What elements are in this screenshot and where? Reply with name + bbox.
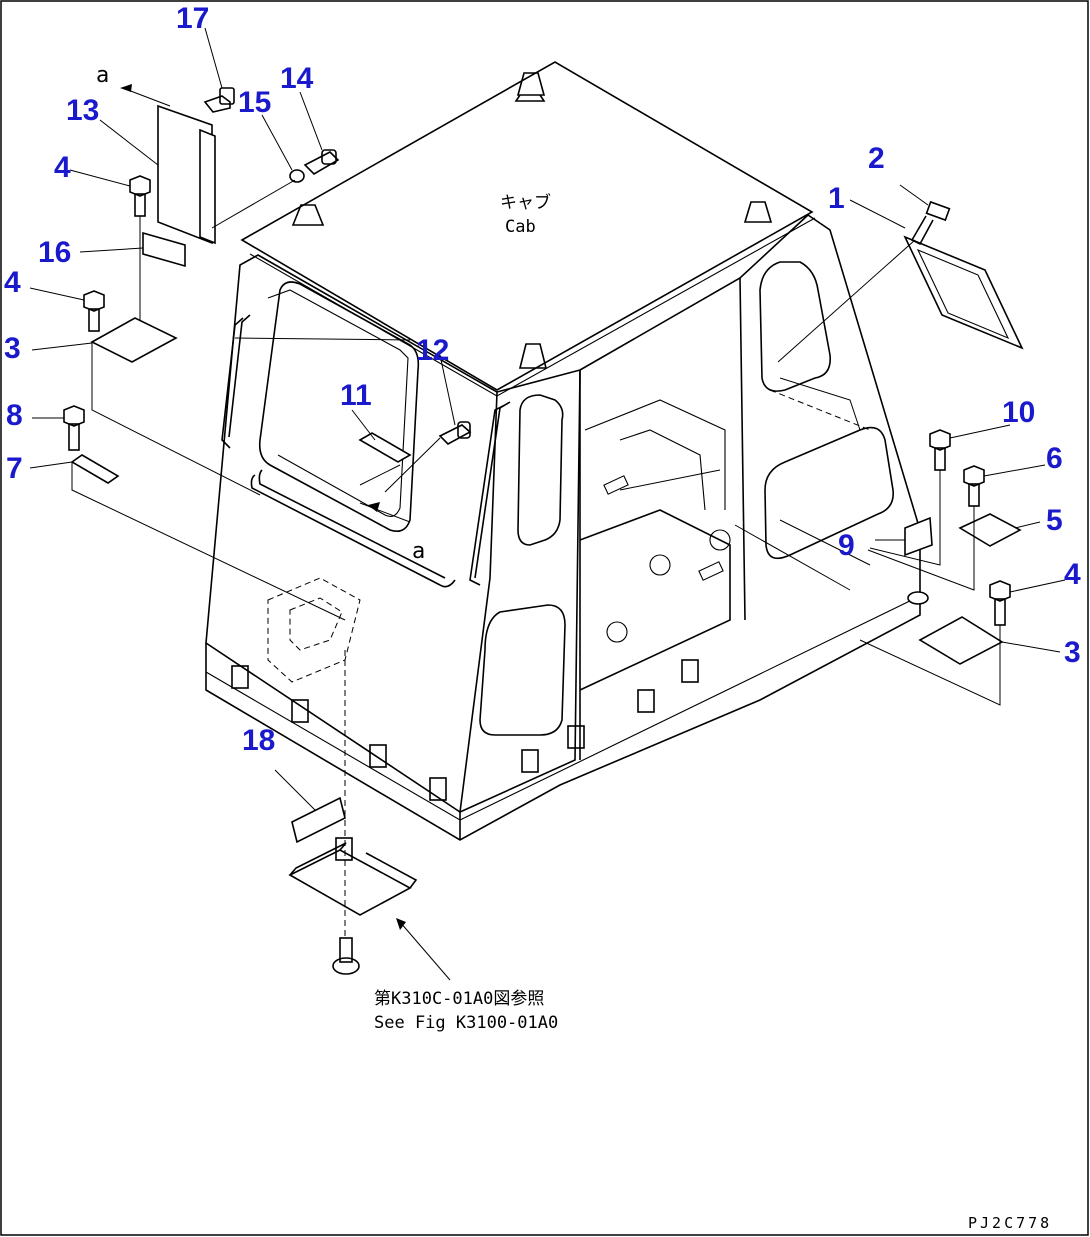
part-bolt-17 [203,87,235,113]
callout-11: 11 [340,379,372,412]
callout-4-a: 4 [54,151,71,184]
part-rear-glass [903,235,1024,350]
part-cover-plate-13 [157,104,216,245]
part-bolt-10 [929,429,951,471]
ref-mark-a-top: a [96,63,109,88]
part-bolt-4-upper [129,175,151,217]
callout-1: 1 [828,182,845,215]
callout-12: 12 [416,334,449,367]
part-plate-7 [70,454,120,484]
leader-lines [29,27,1066,981]
part-bolt-12 [438,421,472,445]
ref-mark-a-cab: a [412,539,425,564]
part-plate-18 [291,796,346,844]
callout-18: 18 [242,724,275,757]
cab-label-en: Cab [505,217,536,237]
part-washer-15 [289,169,305,183]
callout-3-a: 3 [4,332,21,365]
part-bolt-6 [963,465,985,507]
part-bolt-2 [910,200,951,246]
part-bolt-4-right [989,580,1011,626]
see-fig-jp: 第K310C-01A0図参照 [374,989,544,1009]
callout-15: 15 [238,86,271,119]
cab-label-jp: キャブ [500,192,551,213]
callout-4-c: 4 [1064,558,1081,591]
callout-numbers: 17 14 15 13 4 16 4 3 8 7 11 12 2 1 10 6 … [4,2,1081,757]
cab-roof [240,61,814,391]
part-plate-3-left [90,317,178,363]
callout-10: 10 [1002,396,1035,429]
part-cap-9 [907,591,929,605]
callout-3-b: 3 [1064,636,1081,669]
diagram-text: a a キャブ Cab 第K310C-01A0図参照 See Fig K3100… [96,63,1052,1232]
callout-4-b: 4 [4,266,21,299]
callout-17: 17 [176,2,209,35]
part-under-cover [288,837,418,916]
part-plate-3-right [918,616,1004,665]
cab-body [205,61,921,841]
drawing-code: PJ2C778 [968,1214,1052,1232]
parts [63,87,1024,975]
roof-hinges [291,72,773,369]
base-blocks [231,659,699,801]
callout-7: 7 [6,452,23,485]
callout-16: 16 [38,236,71,269]
callout-6: 6 [1046,442,1063,475]
part-plug-14 [303,149,340,176]
callout-13: 13 [66,94,99,127]
callout-2: 2 [868,142,885,175]
part-bottom-bolt [332,937,360,975]
part-bracket-16 [142,231,186,268]
callout-5: 5 [1046,504,1063,537]
part-bolt-8 [63,405,85,451]
see-fig-en: See Fig K3100-01A0 [374,1013,558,1033]
part-plate-11 [358,432,412,463]
callout-9: 9 [838,529,855,562]
part-bracket-9 [904,516,933,557]
part-plate-5 [958,513,1022,547]
callout-14: 14 [280,62,314,95]
part-bolt-4-lower [83,290,105,332]
callout-8: 8 [6,399,23,432]
